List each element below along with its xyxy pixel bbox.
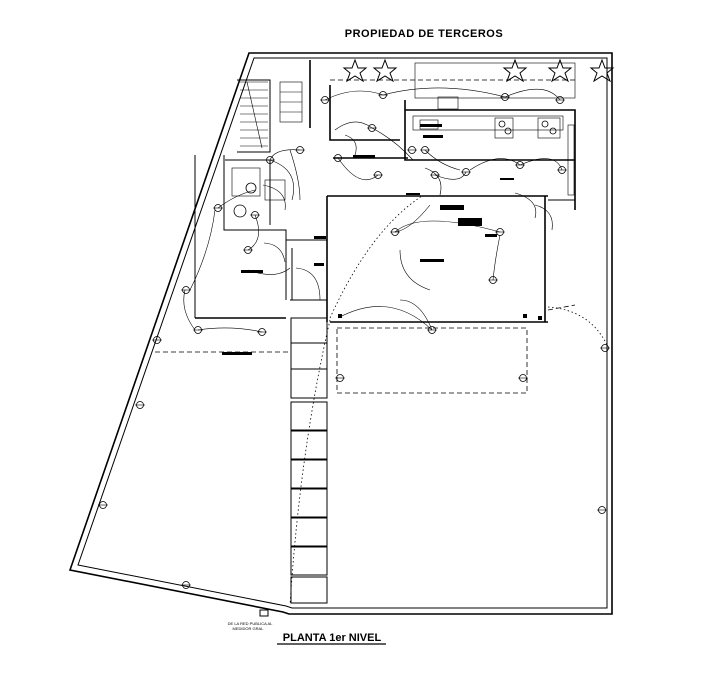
gate-swing-arc-right [547,306,608,346]
meter-note-line2: MEDIDOR GRAL [233,626,265,631]
room-label-blocks [222,124,542,355]
bathroom-fixtures [231,167,286,218]
neighbor-property-label: PROPIEDAD DE TERCEROS [345,28,503,40]
electrical-circuits [183,87,563,333]
staircase [237,79,303,153]
paver-blocks [290,317,328,604]
lot-boundary [68,52,613,615]
meter-note-line1: DE LA RED PUBLICA AL [228,621,273,626]
plan-title: PLANTA 1er NIVEL [283,632,382,644]
kitchen-counter [412,62,576,196]
ceiling-light-icon [98,91,610,589]
tree-icon [342,58,615,83]
gate-swing-arc [329,195,423,319]
meter-box [259,609,269,617]
door-swings [262,134,553,301]
driveway-arc [289,319,331,606]
